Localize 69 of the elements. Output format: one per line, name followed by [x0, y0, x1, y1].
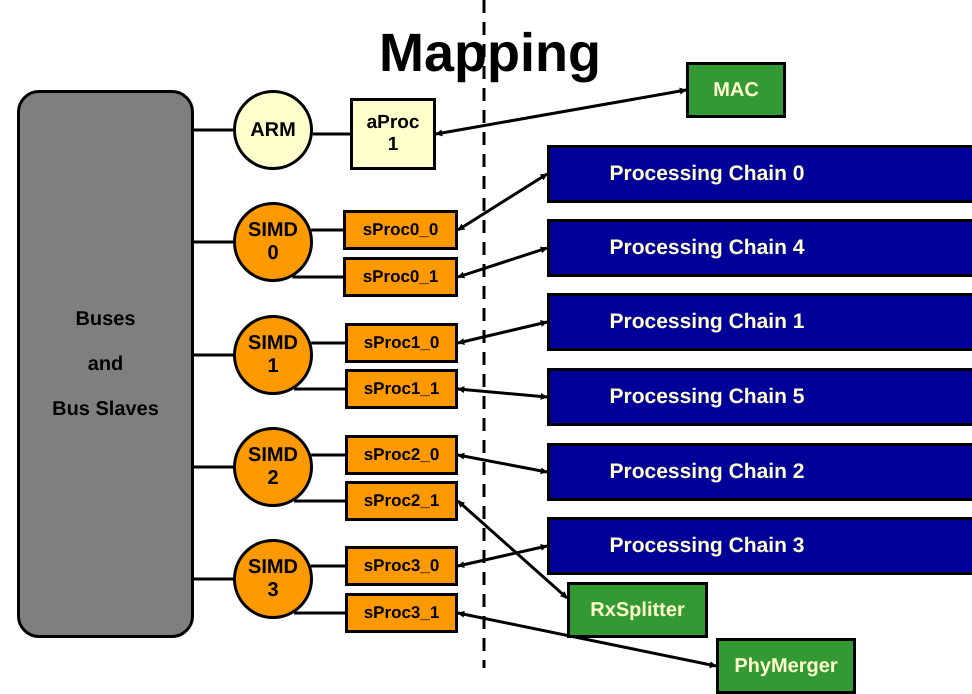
connector-line [294, 388, 345, 390]
process-box [345, 481, 458, 521]
node-label: sProc3_1 [364, 603, 440, 623]
node-label: ARM [250, 118, 296, 142]
node-label: SIMD 1 [248, 332, 298, 378]
connector-line [194, 240, 233, 244]
connector-line [311, 454, 345, 456]
double-arrow [457, 386, 548, 400]
chain-box [547, 219, 972, 277]
node-label: Buses [75, 306, 136, 332]
process-box [345, 323, 458, 363]
process-box [343, 210, 458, 250]
connector-line [294, 612, 345, 614]
node-label: SIMD 2 [248, 444, 298, 490]
double-arrow [435, 88, 687, 136]
node-label: Processing Chain 0 [610, 162, 804, 186]
chain-box [547, 443, 972, 501]
process-box [567, 582, 708, 638]
node-label: Processing Chain 5 [610, 385, 804, 409]
node-label: Processing Chain 1 [610, 310, 804, 334]
connector-line [194, 128, 233, 132]
double-arrow [457, 500, 568, 600]
double-arrow [457, 320, 548, 345]
process-box [345, 546, 458, 586]
node-label: sProc1_1 [364, 379, 440, 399]
node-label: SIMD 3 [248, 556, 298, 602]
process-box [345, 435, 458, 475]
node-label: MAC [713, 78, 759, 102]
node-label: RxSplitter [590, 598, 685, 622]
chain-box [547, 293, 972, 351]
node-label: sProc0_1 [362, 267, 438, 287]
node-label: sProc1_0 [364, 333, 440, 353]
connector-line [311, 228, 343, 232]
node-label: sProc2_1 [364, 491, 440, 511]
chain-box [547, 368, 972, 426]
connector-line [194, 578, 233, 580]
node-label: and [88, 352, 124, 376]
node-label: aProc 1 [366, 112, 420, 156]
process-box [350, 98, 436, 170]
node-label: Processing Chain 2 [610, 460, 804, 484]
node-label: Processing Chain 4 [610, 236, 804, 260]
connector-line [194, 466, 233, 468]
process-box [345, 369, 458, 409]
title: Mapping [378, 22, 602, 85]
node-label: Processing Chain 3 [610, 534, 804, 558]
node-label: sProc3_0 [364, 556, 440, 576]
double-arrow [457, 544, 548, 568]
node-label: PhyMerger [734, 654, 838, 678]
connector-line [194, 354, 233, 356]
process-box [345, 593, 458, 633]
connector-line [292, 276, 343, 278]
process-box [716, 638, 856, 694]
node-label: sProc0_0 [362, 220, 438, 240]
connector-line [294, 500, 345, 502]
double-arrow [457, 246, 548, 278]
double-arrow [457, 610, 717, 668]
node-label: sProc2_0 [364, 445, 440, 465]
double-arrow [457, 452, 548, 474]
process-box [343, 257, 458, 297]
double-arrow [457, 172, 548, 232]
node-label: Bus Slaves [52, 396, 159, 422]
connector-line [311, 342, 345, 344]
node-label: SIMD 0 [248, 219, 298, 265]
process-box [686, 62, 786, 118]
chain-box [547, 145, 972, 203]
chain-box [547, 517, 972, 575]
bus-block [17, 90, 194, 638]
connector-line [310, 564, 345, 568]
connector-line [312, 132, 350, 136]
